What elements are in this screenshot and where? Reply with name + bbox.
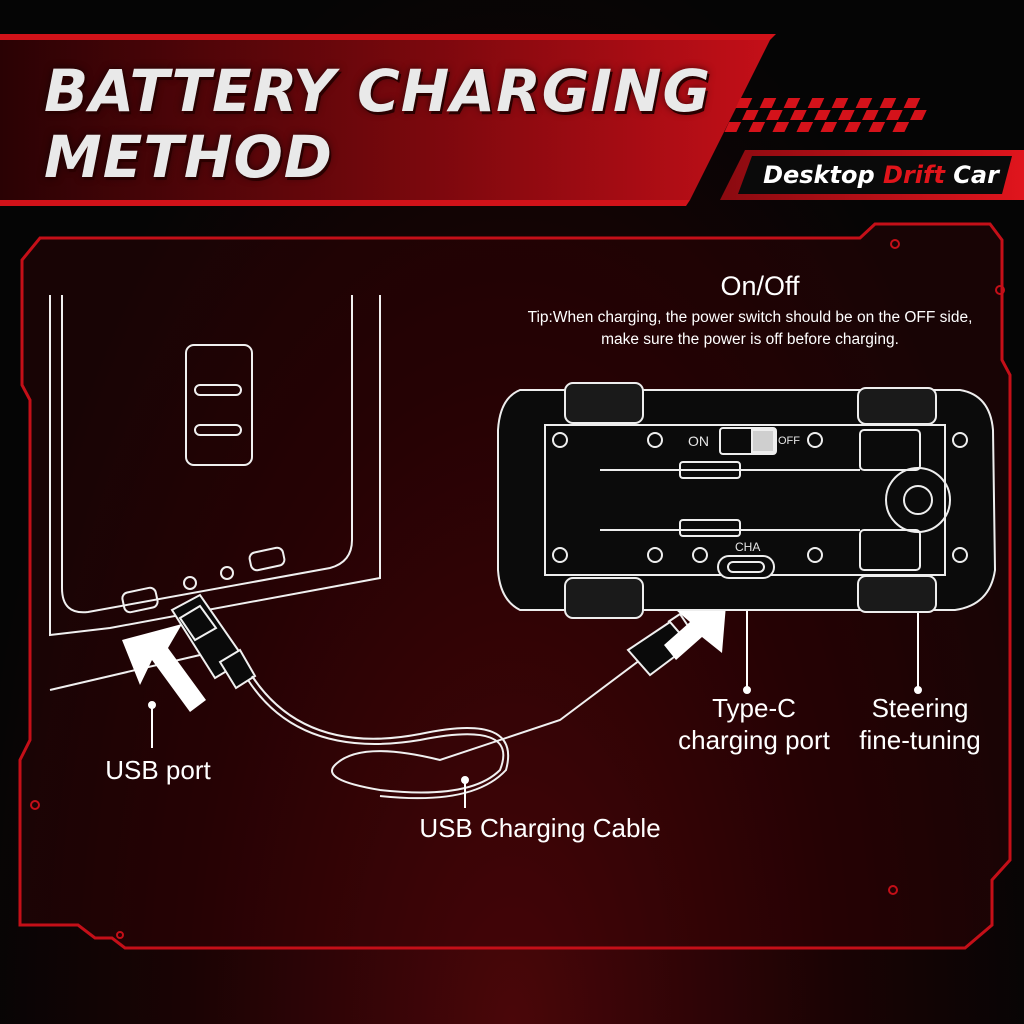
typec-label-line-1: Type-C [712,693,796,723]
brand-word-drift: Drift [883,161,945,189]
title-banner [0,40,770,200]
steering-label: Steering fine-tuning [850,692,990,756]
usb-cable [170,593,694,800]
arrow-to-usb-port [122,624,206,712]
steering-label-line-1: Steering [871,693,969,723]
title-line-1: BATTERY CHARGING [44,57,712,125]
switch-off-label: OFF [778,435,800,447]
charging-tip: Tip:When charging, the power switch shou… [500,307,1000,351]
typec-port-label: Type-C charging port [664,692,844,756]
power-switch [719,427,777,455]
typec-port [717,555,775,579]
steering-label-line-2: fine-tuning [859,725,981,755]
tip-line-1: Tip:When charging, the power switch shou… [527,309,973,326]
typec-label-line-2: charging port [678,725,830,755]
usb-port-label: USB port [105,755,211,785]
port-marking-cha: CHA [735,540,761,554]
page-title: BATTERY CHARGING METHOD [44,58,711,190]
onoff-heading: On/Off [720,271,800,301]
switch-on-label: ON [688,433,709,449]
tip-line-2: make sure the power is off before chargi… [601,331,899,348]
checkered-flag-icon [724,98,927,132]
brand-logo: Desktop Drift Car [752,156,1010,194]
car-underside [497,382,997,619]
brand-word-desktop: Desktop [763,161,875,189]
title-line-2: METHOD [44,123,333,191]
power-bank-device [49,295,381,691]
usb-cable-label: USB Charging Cable [419,813,661,843]
brand-word-car: Car [953,161,999,189]
